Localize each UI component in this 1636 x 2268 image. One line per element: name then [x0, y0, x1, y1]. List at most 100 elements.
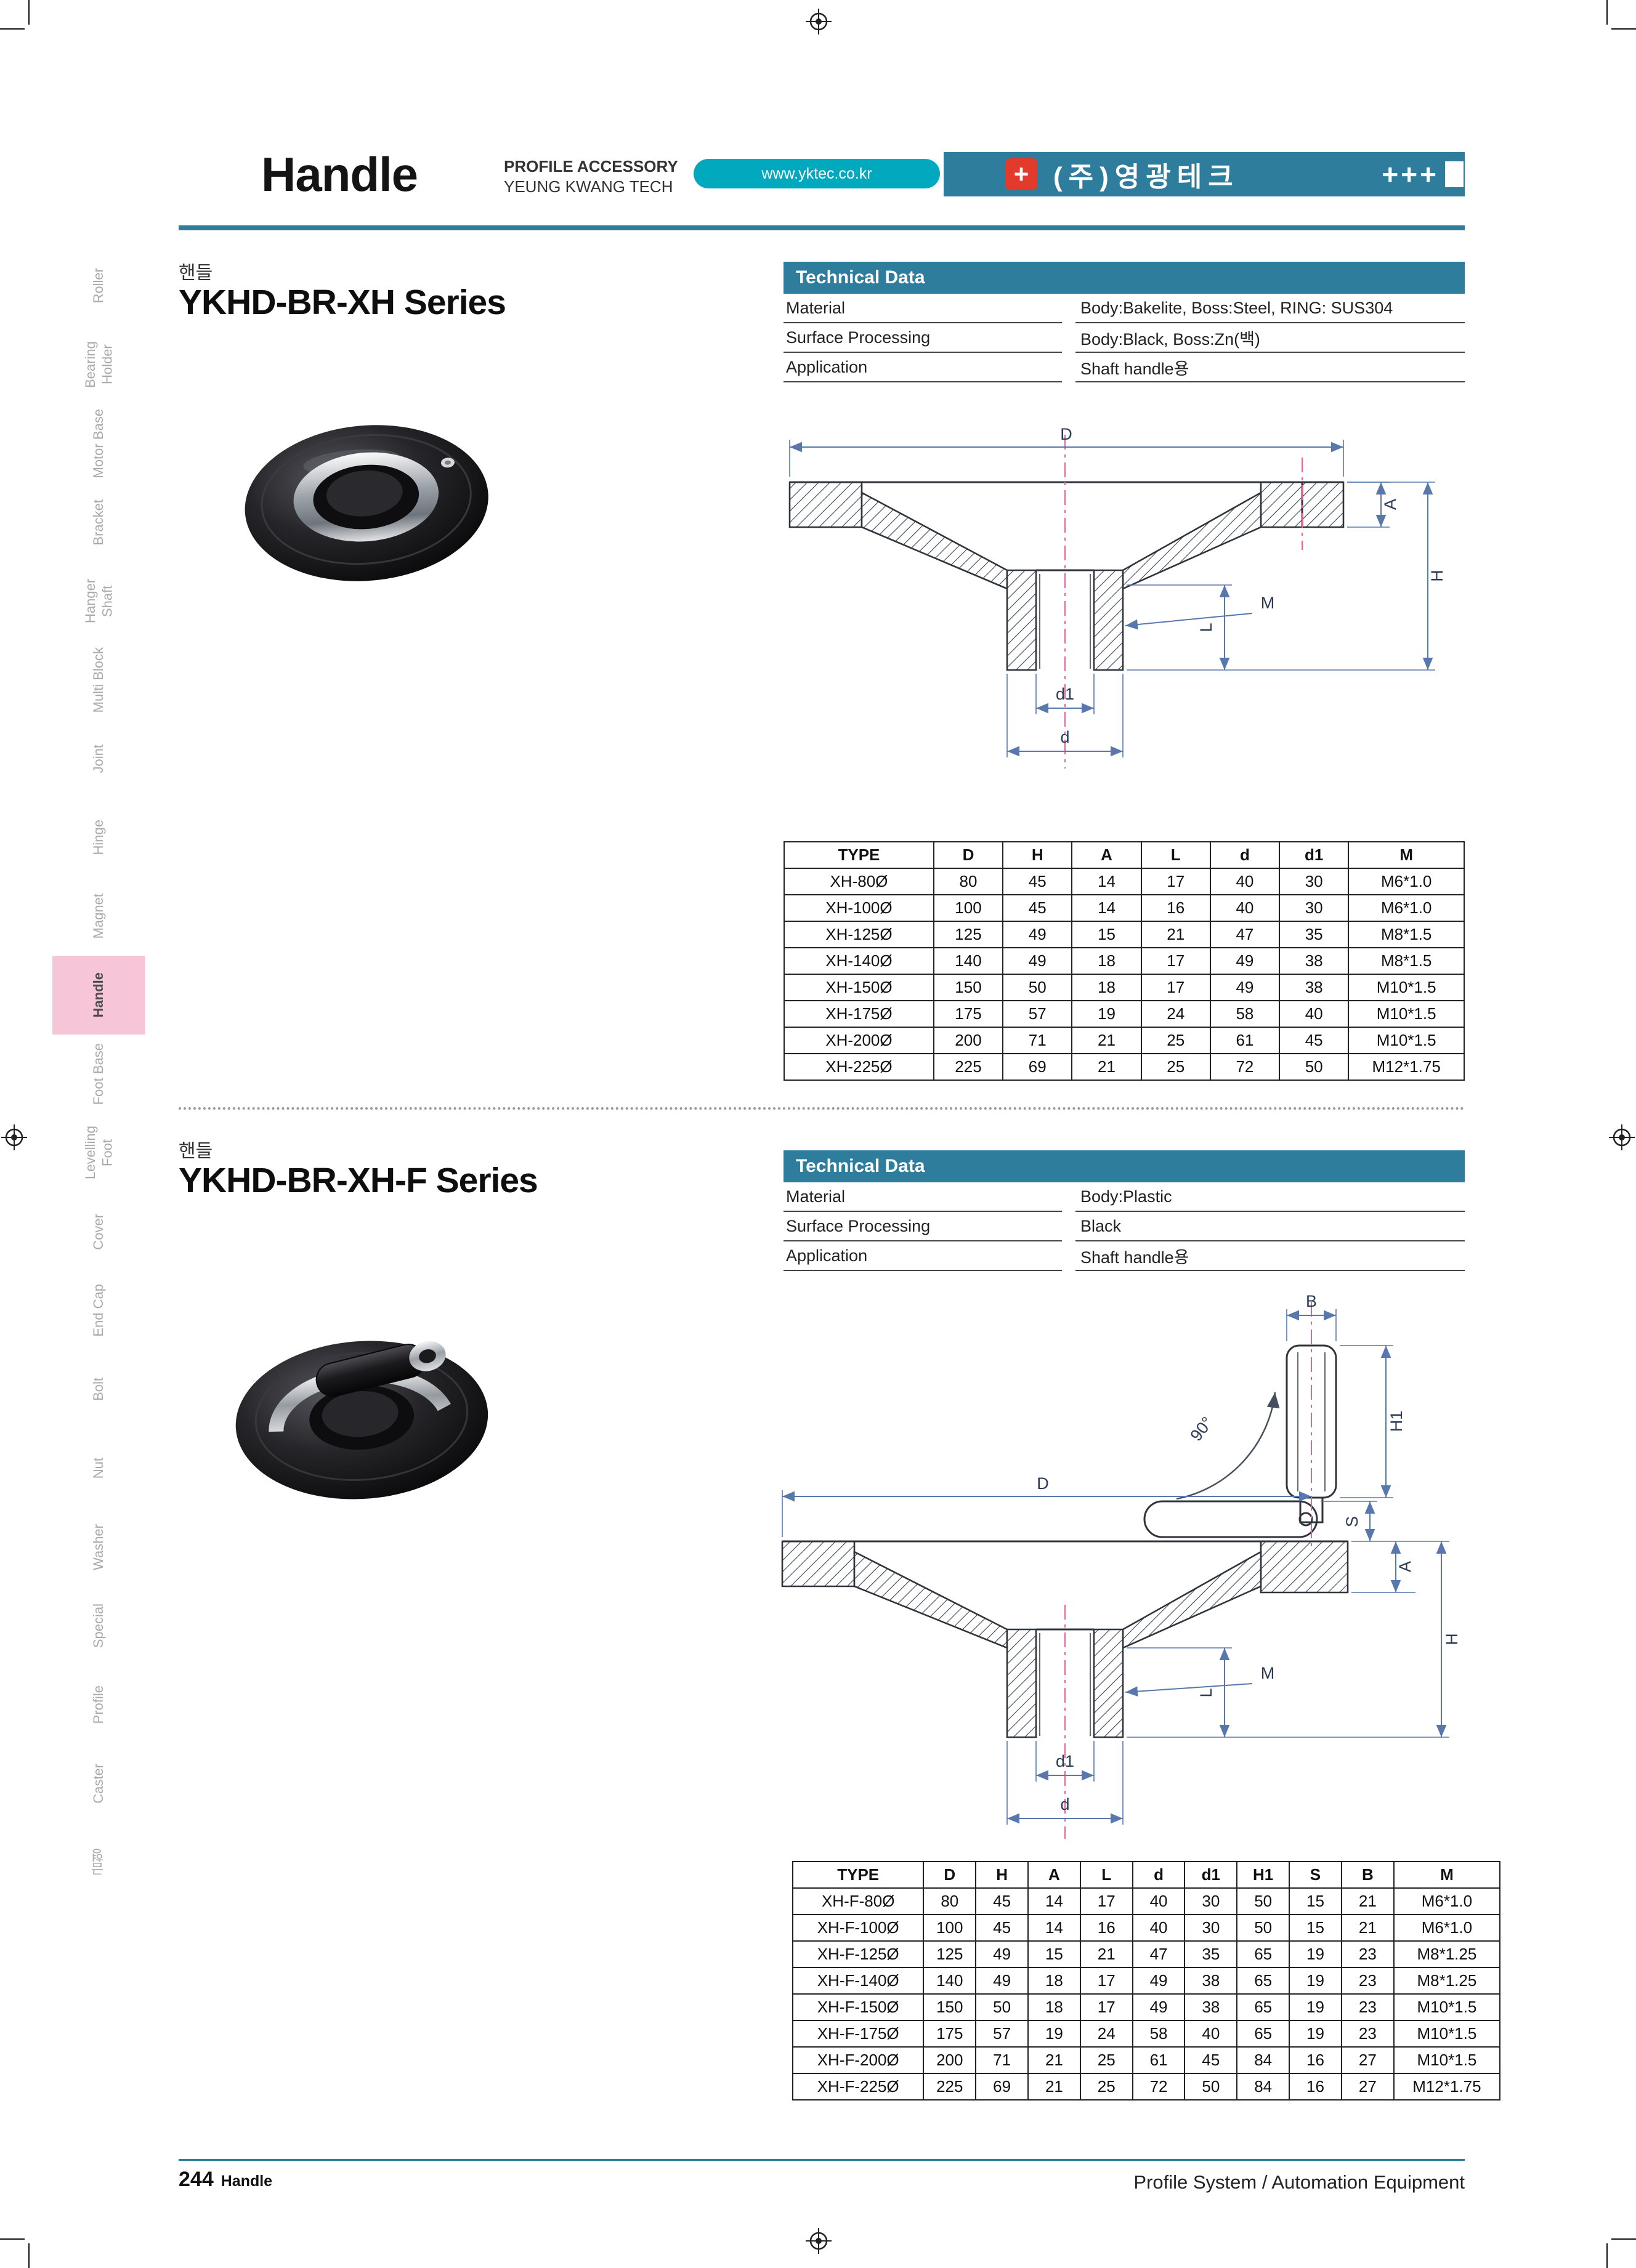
table-cell: XH-140Ø [784, 947, 934, 975]
table-cell: XH-F-225Ø [792, 2073, 925, 2101]
column-header: d [1132, 1861, 1186, 1889]
table-cell: 21 [1071, 1027, 1142, 1054]
table-cell: 150 [933, 974, 1004, 1001]
table-cell: XH-F-80Ø [792, 1887, 925, 1915]
dim-label-h1: H1 [1387, 1411, 1406, 1432]
table-cell: 49 [1002, 921, 1073, 948]
website-link[interactable]: www.yktec.co.kr [694, 159, 940, 188]
column-header: L [1079, 1861, 1133, 1889]
spec-value: Shaft handle용 [1075, 1241, 1465, 1271]
table-cell: 50 [975, 1993, 1029, 2021]
sidebar-item-roller[interactable]: Roller [52, 246, 145, 325]
table-cell: 225 [923, 2073, 977, 2101]
sidebar-item-special[interactable]: Special [52, 1586, 145, 1665]
table-cell: 150 [923, 1993, 977, 2021]
table-cell: 65 [1236, 1967, 1290, 1995]
table-cell: 49 [1132, 1993, 1186, 2021]
sidebar-item-bearing-holder[interactable]: Bearing Holder [52, 325, 145, 404]
sidebar-item-hinge[interactable]: Hinge [52, 798, 145, 877]
table-cell: 69 [975, 2073, 1029, 2101]
table-cell: 100 [923, 1914, 977, 1942]
table-cell: XH-100Ø [784, 894, 934, 922]
table-cell: 21 [1071, 1053, 1142, 1081]
sidebar-item-handle[interactable]: Handle [52, 956, 145, 1035]
spec-label: Material [784, 294, 1062, 323]
table-cell: 17 [1140, 974, 1211, 1001]
sidebar-item-washer[interactable]: Washer [52, 1507, 145, 1586]
table-cell: 200 [923, 2046, 977, 2074]
table-cell: 23 [1340, 1967, 1395, 1995]
table-cell: 140 [923, 1967, 977, 1995]
table-cell: 19 [1027, 2020, 1081, 2048]
table-cell: XH-F-200Ø [792, 2046, 925, 2074]
table-cell: 25 [1079, 2046, 1133, 2074]
table-cell: 45 [1279, 1027, 1350, 1054]
dim-label-d-minor: d [1060, 728, 1069, 746]
table-cell: 225 [933, 1053, 1004, 1081]
column-header: S [1289, 1861, 1342, 1889]
table-cell: 84 [1236, 2046, 1290, 2074]
column-header: H1 [1236, 1861, 1290, 1889]
sidebar-item-magnet[interactable]: Magnet [52, 877, 145, 956]
table-cell: M8*1.5 [1348, 921, 1465, 948]
table-cell: 175 [923, 2020, 977, 2048]
sidebar-item-mold[interactable]: 금형 [52, 1823, 145, 1902]
sidebar-item-label: Multi Block [91, 647, 107, 713]
table-cell: 38 [1184, 1993, 1238, 2021]
logo-plus-marks: +++ [1382, 158, 1439, 190]
spec-label: Application [784, 1241, 1062, 1271]
sidebar-item-caster[interactable]: Caster [52, 1744, 145, 1823]
column-header: d1 [1279, 841, 1350, 869]
table-cell: 61 [1132, 2046, 1186, 2074]
spec-row: Application Shaft handle용 [784, 353, 1465, 382]
table-cell: XH-175Ø [784, 1000, 934, 1028]
sidebar-item-levelling-foot[interactable]: Levelling Foot [52, 1113, 145, 1192]
table-cell: 61 [1209, 1027, 1281, 1054]
sidebar-item-bolt[interactable]: Bolt [52, 1350, 145, 1429]
registration-mark [1609, 1124, 1635, 1150]
table-cell: XH-F-125Ø [792, 1940, 925, 1968]
column-header: H [1002, 841, 1073, 869]
table-cell: 35 [1279, 921, 1350, 948]
dim-label-a: A [1396, 1561, 1414, 1572]
table-cell: 17 [1140, 947, 1211, 975]
sidebar-item-multi-block[interactable]: Multi Block [52, 640, 145, 719]
table-cell: 125 [923, 1940, 977, 1968]
sidebar-item-joint[interactable]: Joint [52, 719, 145, 798]
sidebar-item-label: Roller [91, 268, 107, 304]
spec-table: Material Body:Bakelite, Boss:Steel, RING… [784, 294, 1465, 382]
sidebar-item-motor-base[interactable]: Motor Base [52, 404, 145, 483]
table-cell: XH-200Ø [784, 1027, 934, 1054]
table-cell: 125 [933, 921, 1004, 948]
technical-data-header: Technical Data [784, 1150, 1465, 1182]
crop-mark [28, 2243, 30, 2268]
table-cell: 50 [1236, 1914, 1290, 1942]
table-cell: M10*1.5 [1393, 1993, 1501, 2021]
footer-rule [179, 2159, 1465, 2161]
table-cell: XH-125Ø [784, 921, 934, 948]
sidebar-item-cover[interactable]: Cover [52, 1192, 145, 1271]
spec-row: Material Body:Plastic [784, 1182, 1465, 1212]
table-cell: M6*1.0 [1393, 1914, 1501, 1942]
table-cell: 21 [1027, 2046, 1081, 2074]
table-cell: 40 [1132, 1887, 1186, 1915]
sidebar-item-bracket[interactable]: Bracket [52, 483, 145, 562]
sidebar-item-profile[interactable]: Profile [52, 1665, 145, 1744]
table-cell: 17 [1079, 1887, 1133, 1915]
table-cell: 38 [1184, 1967, 1238, 1995]
sidebar-item-foot-base[interactable]: Foot Base [52, 1035, 145, 1113]
sidebar-item-nut[interactable]: Nut [52, 1429, 145, 1507]
table-cell: 175 [933, 1000, 1004, 1028]
sidebar-item-hanger-shaft[interactable]: Hanger Shaft [52, 562, 145, 640]
column-header: M [1348, 841, 1465, 869]
table-cell: 19 [1071, 1000, 1142, 1028]
table-cell: 65 [1236, 1993, 1290, 2021]
table-cell: 30 [1279, 894, 1350, 922]
sidebar-item-end-cap[interactable]: End Cap [52, 1271, 145, 1350]
table-cell: 50 [1279, 1053, 1350, 1081]
